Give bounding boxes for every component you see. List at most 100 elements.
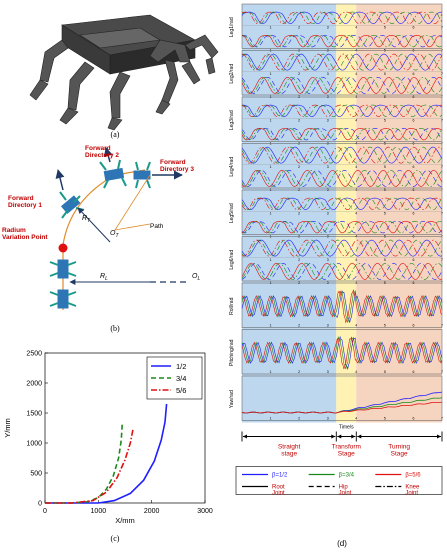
caption-b: (b) — [110, 324, 120, 333]
leg-curve — [241, 169, 443, 187]
x-tick-label: 4 — [355, 165, 357, 169]
x-tick-label: 2 — [298, 417, 300, 421]
x-tick-label: 6 — [412, 72, 414, 76]
x-tick-label: 6 — [412, 211, 414, 215]
x-tick-label: 2000 — [144, 508, 160, 515]
hexapod-robot-image — [29, 14, 219, 131]
x-tick-label: 2 — [298, 165, 300, 169]
robot-body-2 — [57, 259, 69, 279]
path-curve — [62, 169, 146, 310]
leg-curve — [241, 146, 443, 164]
leg-curve — [241, 53, 443, 71]
x-tick-label: 4 — [355, 118, 357, 122]
x-tick-label: 7 — [441, 118, 443, 122]
leg-curve — [241, 146, 443, 164]
y-tick-label: 1000 — [26, 441, 42, 448]
x-tick-label: 6 — [412, 417, 414, 421]
stage-band-1 — [242, 4, 337, 423]
row-label-9: Yaw/rad — [229, 390, 235, 408]
x-tick-label: 1 — [270, 258, 272, 262]
x-tick-label: 3 — [327, 370, 329, 374]
x-tick-label: 2 — [298, 211, 300, 215]
robot-legs — [49, 159, 151, 307]
arrow-head — [337, 434, 342, 439]
x-tick-label: 2 — [298, 370, 300, 374]
x-tick-label: 4 — [355, 417, 357, 421]
row-label-3: Leg3/rad — [229, 110, 235, 130]
ts-legend-label-1: β=1/2 — [272, 473, 288, 479]
x-tick-label: 3 — [327, 72, 329, 76]
caption-a: (a) — [110, 130, 120, 139]
robot-render-panel — [0, 0, 225, 135]
y-tick-label: 500 — [30, 471, 42, 478]
x-tick-label: 1 — [270, 417, 272, 421]
leg-curve — [241, 197, 443, 211]
leg-curve — [241, 239, 443, 257]
svg-text:OT: OT — [110, 230, 119, 239]
path-leader-line — [114, 223, 151, 231]
legend-label-3: 5/6 — [176, 386, 186, 395]
x-tick-label: 4 — [355, 258, 357, 262]
leg-curve — [241, 53, 443, 71]
x-tick-label: 4 — [355, 211, 357, 215]
x-tick-label: 3 — [327, 118, 329, 122]
x-axis-label: X/mm — [115, 516, 135, 525]
path-label: Path — [150, 223, 164, 230]
leg-curve — [241, 53, 443, 71]
x-tick-label: 4 — [355, 72, 357, 76]
legend-label-2: 3/4 — [176, 374, 186, 383]
svg-text:RL: RL — [100, 273, 108, 282]
leg-curve — [241, 104, 443, 118]
x-tick-label: 2 — [298, 118, 300, 122]
ts-legend-label-3: β=5/6 — [405, 473, 421, 479]
y-tick-label: 2000 — [26, 381, 42, 388]
x-tick-label: 7 — [441, 417, 443, 421]
x-tick-label: 3 — [327, 258, 329, 262]
x-tick-label: 1000 — [91, 508, 107, 515]
leg-curve — [241, 220, 443, 234]
ts-legend-box — [235, 466, 443, 495]
x-tick-label: 3 — [327, 211, 329, 215]
x-tick-label: 7 — [441, 258, 443, 262]
robot-body-5 — [133, 170, 151, 180]
ol-label: O — [192, 273, 198, 280]
legend-label-1: 1/2 — [176, 362, 186, 371]
arrow-head — [437, 434, 441, 439]
leg-curve — [241, 76, 443, 94]
x-tick-label: 1 — [270, 25, 272, 29]
x-tick-label: 3 — [327, 417, 329, 421]
x-tick-label: 5 — [384, 25, 386, 29]
caption-c: (c) — [110, 534, 120, 543]
x-tick-label: 5 — [384, 258, 386, 262]
robot-body-4 — [103, 167, 125, 182]
row-label-6: Leg6/rad — [229, 250, 235, 270]
xy-plot-area — [44, 352, 206, 504]
x-tick-label: 6 — [412, 324, 414, 328]
row-label-2: Leg2/rad — [229, 64, 235, 84]
x-tick-label: 6 — [412, 370, 414, 374]
leg-curve — [241, 197, 443, 211]
arrow-head — [351, 434, 356, 439]
leg-curve — [241, 76, 443, 94]
x-tick-label: 1 — [270, 72, 272, 76]
x-tick-label: 5 — [384, 417, 386, 421]
ts-legend-label-2: β=3/4 — [339, 473, 355, 479]
x-tick-label: 3 — [327, 324, 329, 328]
x-tick-label: 1 — [270, 118, 272, 122]
x-tick-label: 7 — [441, 72, 443, 76]
svg-text:RT: RT — [82, 215, 91, 224]
x-tick-label: 5 — [384, 211, 386, 215]
x-tick-label: 4 — [355, 324, 357, 328]
forward-arrow-2 — [103, 147, 113, 163]
x-tick-label: 1 — [270, 370, 272, 374]
x-tick-label: 6 — [412, 25, 414, 29]
